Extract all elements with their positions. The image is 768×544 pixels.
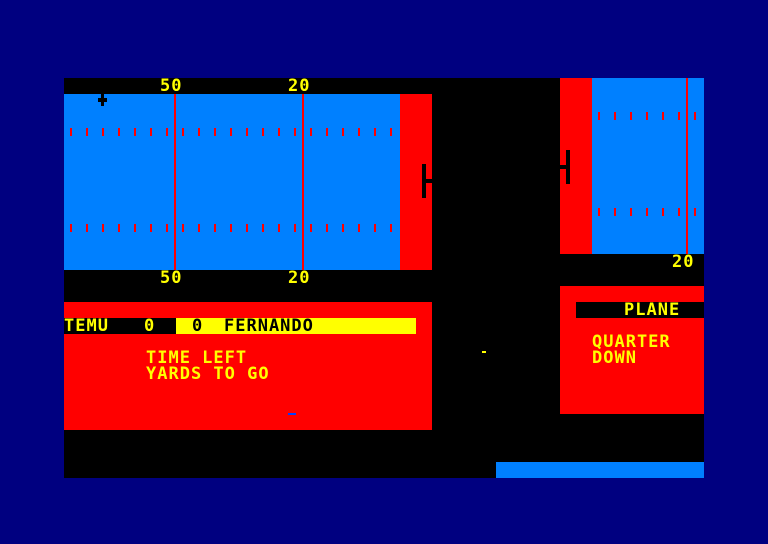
cursor-mark <box>288 413 296 415</box>
hash-mark <box>214 128 216 136</box>
hash-mark <box>342 128 344 136</box>
goal-post-right-icon <box>558 150 570 184</box>
hash-mark <box>86 128 88 136</box>
hash-mark <box>246 128 248 136</box>
hash-mark <box>262 128 264 136</box>
hash-mark <box>358 128 360 136</box>
player-marker-icon <box>98 92 107 106</box>
hash-mark <box>694 208 696 216</box>
hash-mark <box>198 224 200 232</box>
hash-mark <box>278 128 280 136</box>
hash-mark <box>630 112 632 120</box>
yards-to-go-label: YARDS TO GO <box>146 364 270 384</box>
hash-mark <box>614 208 616 216</box>
hash-mark <box>374 224 376 232</box>
down-label: DOWN <box>592 348 637 368</box>
team1-name: TEMU <box>64 316 109 336</box>
hash-mark <box>310 224 312 232</box>
field-left <box>64 94 400 270</box>
hash-mark <box>230 128 232 136</box>
hash-mark <box>150 128 152 136</box>
hash-mark <box>678 208 680 216</box>
yard-line-right-20 <box>686 78 688 254</box>
hash-mark <box>390 128 392 136</box>
hash-mark <box>70 128 72 136</box>
hash-mark <box>134 224 136 232</box>
quarter-label: QUARTER <box>592 332 671 352</box>
hash-mark <box>358 224 360 232</box>
team2-name: FERNANDO <box>224 316 314 336</box>
player-name: PLANE <box>624 300 681 320</box>
hash-mark <box>630 208 632 216</box>
hash-mark <box>182 224 184 232</box>
hash-mark <box>646 112 648 120</box>
yard-label-bottom-20: 20 <box>288 268 311 288</box>
hash-mark <box>198 128 200 136</box>
hash-mark <box>70 224 72 232</box>
hash-mark <box>214 224 216 232</box>
hash-mark <box>102 224 104 232</box>
hash-mark <box>646 208 648 216</box>
hash-mark <box>326 224 328 232</box>
hash-mark <box>182 128 184 136</box>
yard-line-50 <box>174 94 176 270</box>
blue-strip <box>496 462 704 478</box>
hash-mark <box>342 224 344 232</box>
hash-mark <box>166 128 168 136</box>
yard-label-bottom-50: 50 <box>160 268 183 288</box>
hash-mark <box>598 112 600 120</box>
ball-dot <box>482 351 486 353</box>
hash-mark <box>662 208 664 216</box>
hash-mark <box>102 128 104 136</box>
hash-mark <box>614 112 616 120</box>
hash-mark <box>262 224 264 232</box>
yard-label-top-50: 50 <box>160 76 183 96</box>
hash-mark <box>694 112 696 120</box>
hash-mark <box>294 128 296 136</box>
time-left-label: TIME LEFT <box>146 348 248 368</box>
hash-mark <box>678 112 680 120</box>
hash-mark <box>150 224 152 232</box>
team2-score: 0 <box>192 316 204 336</box>
hash-marks-right <box>598 112 696 216</box>
yard-label-right-20: 20 <box>672 252 695 272</box>
player-bar <box>576 302 704 318</box>
hash-mark <box>310 128 312 136</box>
hash-mark <box>278 224 280 232</box>
hash-mark <box>166 224 168 232</box>
hash-mark <box>390 224 392 232</box>
score-bar-highlight <box>176 318 416 334</box>
team1-score: 0 <box>144 316 156 336</box>
hash-mark <box>134 128 136 136</box>
hash-marks-left <box>70 128 392 232</box>
hash-mark <box>326 128 328 136</box>
hash-mark <box>294 224 296 232</box>
hash-mark <box>118 224 120 232</box>
hash-mark <box>374 128 376 136</box>
goal-post-left-icon <box>422 164 434 198</box>
hash-mark <box>230 224 232 232</box>
yard-label-top-20: 20 <box>288 76 311 96</box>
hash-mark <box>86 224 88 232</box>
field-right <box>592 78 704 254</box>
yard-line-20 <box>302 94 304 270</box>
hash-mark <box>662 112 664 120</box>
hash-mark <box>118 128 120 136</box>
hash-mark <box>598 208 600 216</box>
hash-mark <box>246 224 248 232</box>
